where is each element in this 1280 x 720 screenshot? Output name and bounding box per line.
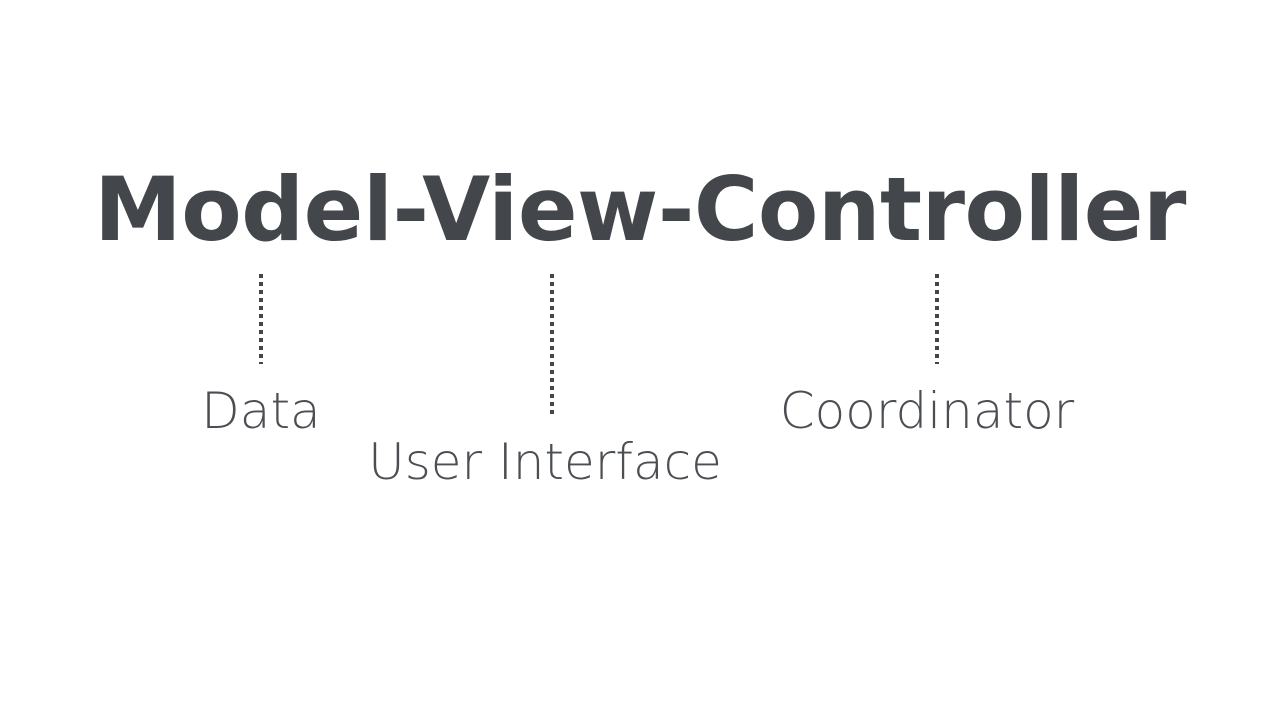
annotation-label-model: Data <box>201 382 321 440</box>
dotted-connector-view-icon <box>550 274 554 416</box>
dotted-connector-controller-icon <box>935 274 939 364</box>
dotted-connector-model-icon <box>259 274 263 364</box>
annotation-label-view: User Interface <box>368 433 722 491</box>
annotation-label-controller: Coordinator <box>779 382 1075 440</box>
page-title: Model-View-Controller <box>94 158 1186 261</box>
